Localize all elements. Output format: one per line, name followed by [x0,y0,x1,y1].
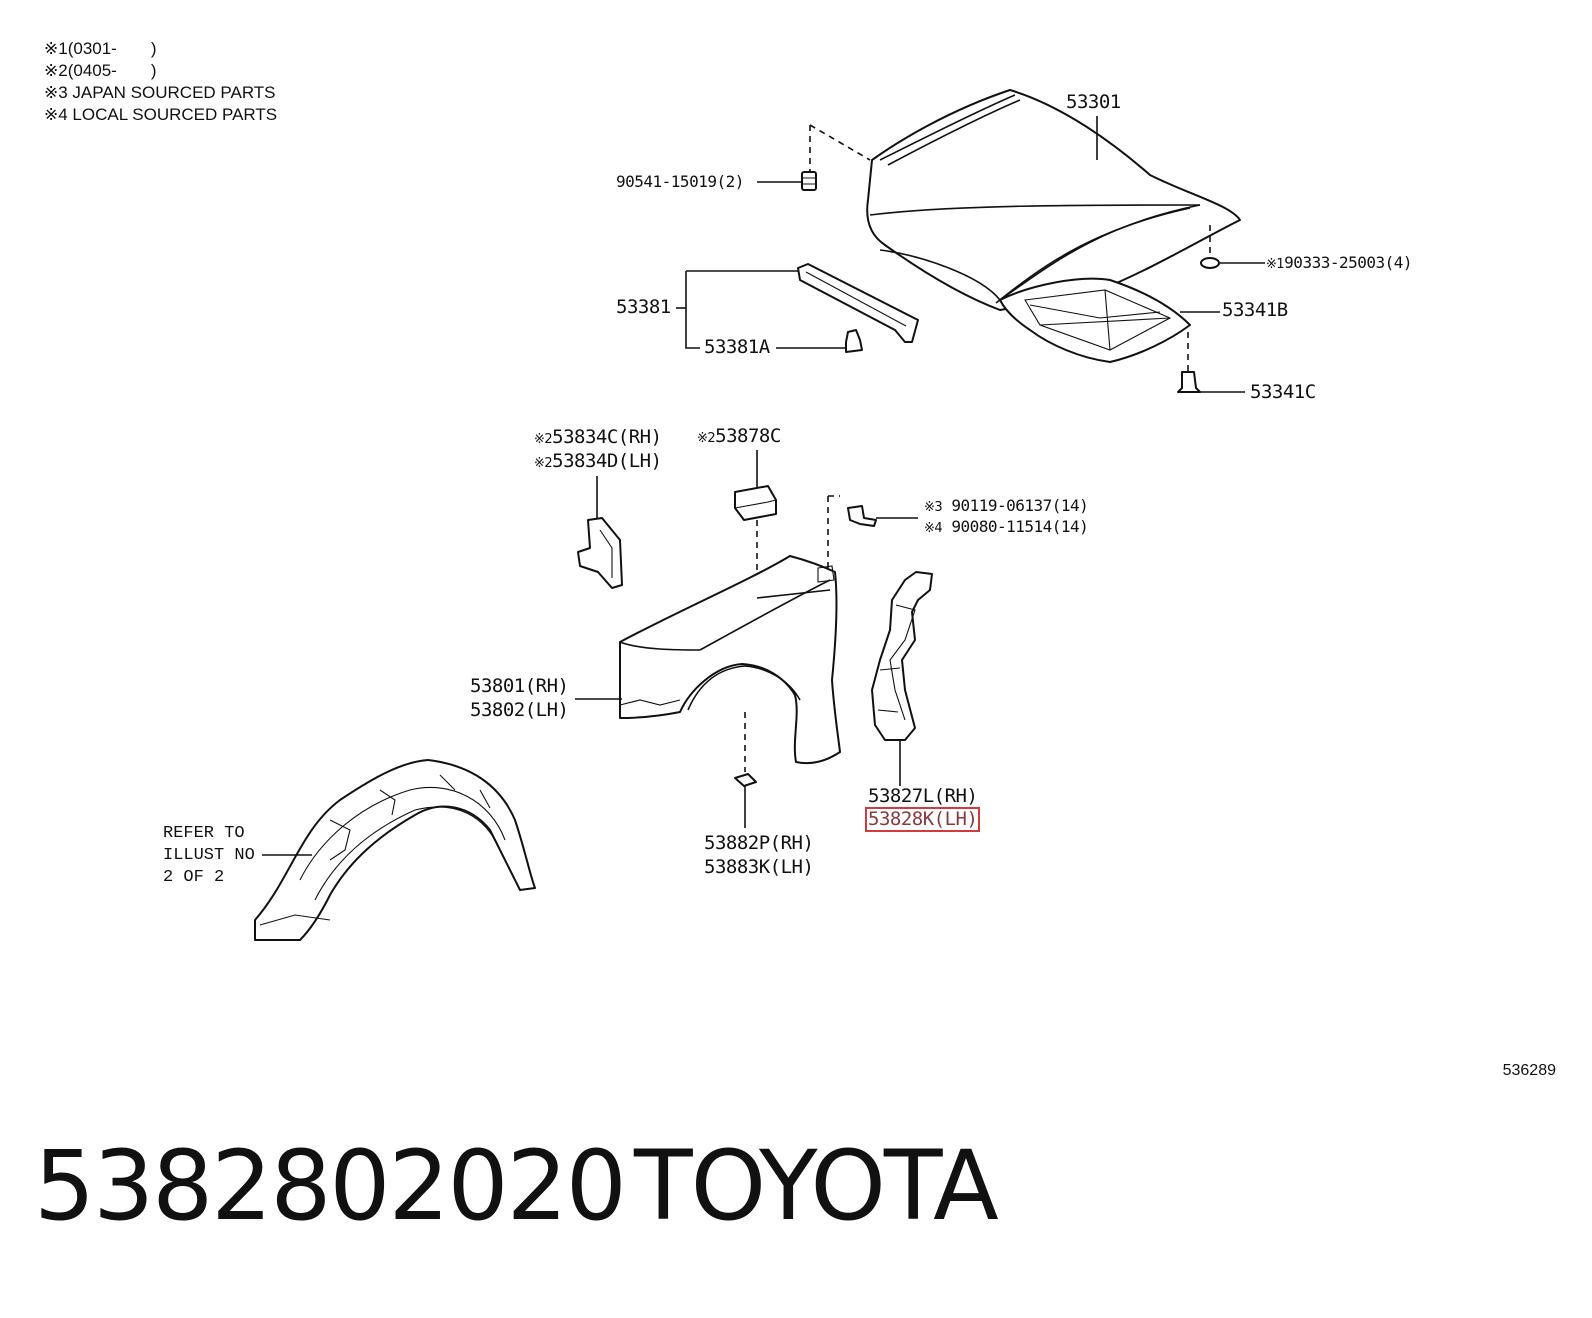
label-protector-rh: 53827L(RH) [868,785,978,807]
bracket-lh-number: 53834D(LH) [552,450,662,472]
hood-seal [797,263,919,343]
marker-2: ※2 [697,431,716,446]
fender-seal [734,773,757,787]
footer-brand: TOYOTA [634,1130,999,1242]
label-fender-rh: 53801(RH) [470,675,569,697]
bolt-japan-number: 90119-06137(14) [951,496,1089,515]
label-fender-lh: 53802(LH) [470,699,569,721]
hood-stop-cushion [801,171,817,191]
marker-2: ※2 [534,432,553,447]
marker-4: ※4 [924,521,943,536]
hood-grommet [1200,257,1220,269]
hood-grommet-number: 90333-25003(4) [1284,253,1413,272]
hood-seal-clip [845,329,863,353]
label-insulator-clip: 53341C [1250,381,1316,403]
label-hood-stop-cushion: 90541-15019(2) [616,172,744,191]
label-bolt-local: ※4 90080-11514(14) [924,517,1089,536]
label-seal-rh: 53882P(RH) [704,832,814,854]
insulator-clip [1177,371,1201,393]
fender-bracket [577,517,623,589]
fender-bolt [847,505,877,527]
fender-protector [871,571,933,741]
front-fender [618,555,841,765]
label-hood-seal: 53381 [616,296,671,318]
bracket-rh-number: 53834C(RH) [552,426,662,448]
marker-3: ※3 [924,500,943,515]
label-bolt-japan: ※3 90119-06137(14) [924,496,1089,515]
fender-liner [254,759,536,941]
illustration-code: 536289 [1502,1062,1556,1079]
marker-1: ※1 [1266,257,1285,272]
spacer-number: 53878C [715,425,781,447]
refer-line-3: 2 OF 2 [163,868,225,887]
label-spacer: ※253878C [697,427,781,446]
note-1: ※1(0301- ) [44,39,157,58]
refer-line-1: REFER TO [163,824,245,843]
bolt-local-number: 90080-11514(14) [951,517,1089,536]
label-hood: 53301 [1066,91,1121,113]
label-protector-lh-highlighted[interactable]: 53828K(LH) [864,807,981,832]
hood-insulator [999,277,1191,363]
marker-2: ※2 [534,456,553,471]
label-hood-insulator: 53341B [1222,299,1288,321]
liner-refer-note: REFER TO ILLUST NO 2 OF 2 [163,823,255,889]
label-hood-grommet: ※190333-25003(4) [1266,253,1413,272]
label-bracket-lh: ※253834D(LH) [534,452,662,471]
hood-panel [866,89,1241,311]
label-bracket-rh: ※253834C(RH) [534,428,662,447]
note-3: ※3 JAPAN SOURCED PARTS [44,83,276,102]
fender-spacer [734,485,777,521]
label-hood-seal-clip: 53381A [704,336,770,358]
note-2: ※2(0405- ) [44,61,157,80]
refer-line-2: ILLUST NO [163,846,255,865]
note-4: ※4 LOCAL SOURCED PARTS [44,105,278,124]
label-seal-lh: 53883K(LH) [704,856,814,878]
footer-part-number: 5382802020 [34,1130,627,1242]
